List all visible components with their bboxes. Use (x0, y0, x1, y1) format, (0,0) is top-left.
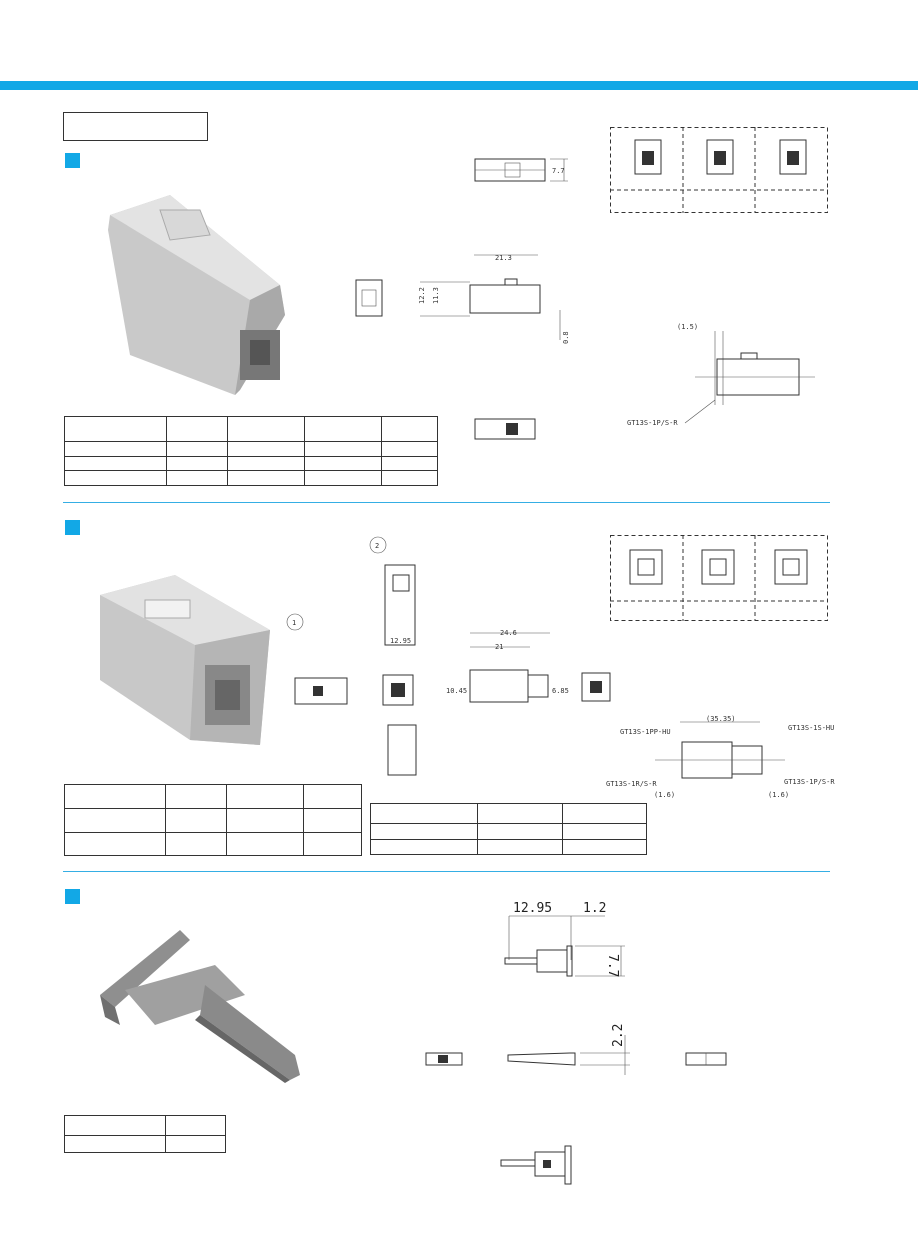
dim-body: 21 (495, 643, 503, 651)
dim-h1-section2: 10.45 (446, 687, 467, 695)
drawing-2-mated-view: (35.35) GT13S-1PP-HU GT13S-1S-HU GT13S-1… (606, 715, 835, 799)
drawing-2-views: 2 12.95 1 (286, 536, 417, 776)
dim-total: 24.6 (500, 629, 517, 637)
dim-width: 21.3 (495, 254, 512, 262)
gap-left: (1.6) (654, 791, 675, 799)
dim-span: (35.35) (706, 715, 736, 723)
drawing-1-top-view: 7.7 (474, 158, 568, 182)
header-color-band (0, 81, 918, 90)
variant-4-front (629, 549, 663, 585)
variant-6-front (774, 549, 808, 585)
drawing-1-detail-view: (1.5) GT13S-1P/S-R (627, 323, 815, 427)
section-3-marker (65, 889, 80, 904)
label-b: GT13S-1S-HU (788, 724, 834, 732)
section-separator-2 (63, 871, 830, 872)
dim-detail: (1.5) (677, 323, 698, 331)
lock-part-bottom-view (500, 1145, 572, 1185)
section-2-spec-table-a (64, 784, 362, 856)
section-1-marker (65, 153, 80, 168)
part-label-detail: GT13S-1P/S-R (627, 419, 678, 427)
section-2-marker (65, 520, 80, 535)
label-a: GT13S-1PP-HU (620, 728, 671, 736)
dim-h2-section2: 6.85 (552, 687, 569, 695)
page-heading-box (63, 112, 208, 141)
dim-height-small: 7.7 (552, 167, 565, 175)
connector-photo-2 (100, 575, 270, 745)
drawing-1-bottom-view (474, 418, 536, 440)
section-3-spec-table (64, 1115, 226, 1153)
section-separator-1 (63, 502, 830, 503)
lock-part-top-view: 12.95 1.2 7.7 (504, 901, 625, 977)
variant-2-front (706, 139, 734, 175)
label-d: GT13S-1P/S-R (784, 778, 835, 786)
section-2-variant-grid (610, 535, 828, 621)
gap-right: (1.6) (768, 791, 789, 799)
variant-3-front (779, 139, 807, 175)
drawing-2-side-view: 24.6 21 10.45 6.85 (446, 629, 611, 703)
variant-5-front (701, 549, 735, 585)
dim-length: 12.95 (513, 901, 552, 916)
dim-height: 7.7 (605, 954, 620, 977)
section-2-spec-table-b (370, 803, 647, 855)
dim-tab: 1.2 (583, 901, 606, 916)
callout-1: 1 (292, 619, 296, 627)
callout-2: 2 (375, 542, 379, 550)
dim-thickness: 2.2 (611, 1024, 626, 1047)
section-1-spec-table (64, 416, 438, 486)
variant-1-front (634, 139, 662, 175)
dim-offset: 0.8 (562, 331, 570, 344)
dim-h2: 11.3 (432, 287, 440, 304)
lock-part-side-views: 2.2 (425, 1024, 727, 1075)
dim-h1: 12.2 (418, 287, 426, 304)
section-1-variant-grid (610, 127, 828, 213)
dim-w1: 12.95 (390, 637, 411, 645)
label-c: GT13S-1R/S-R (606, 780, 657, 788)
lock-part-photo (100, 930, 300, 1083)
drawing-1-side-view: 21.3 12.2 11.3 0.8 (355, 254, 570, 344)
connector-photo-1 (108, 195, 285, 395)
